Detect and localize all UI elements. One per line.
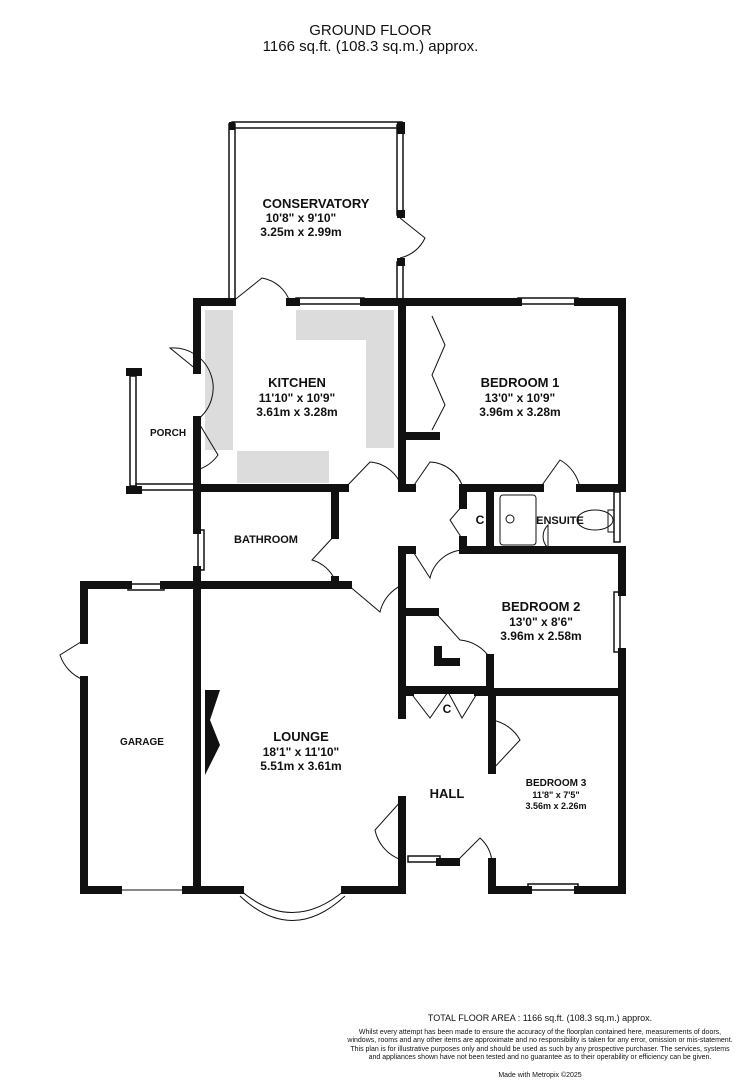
bedroom3-imperial: 11'8" x 7'5" (532, 790, 579, 800)
walls (80, 122, 626, 894)
bedroom3-metric: 3.56m x 2.26m (525, 801, 586, 811)
kitchen-imperial: 11'10" x 10'9" (259, 391, 335, 405)
lounge-metric: 5.51m x 3.61m (260, 759, 341, 773)
floor-area: 1166 sq.ft. (108.3 sq.m.) approx. (262, 38, 479, 55)
garage-label: GARAGE (120, 737, 164, 748)
total-floor-area: TOTAL FLOOR AREA : 1166 sq.ft. (108.3 sq… (427, 1013, 653, 1023)
ensuite-label: ENSUITE (536, 515, 584, 527)
bedroom2-label: BEDROOM 2 (502, 599, 581, 614)
conservatory-label: CONSERVATORY (263, 196, 370, 211)
conservatory-windows (127, 121, 621, 891)
cupboard-label: C (476, 513, 485, 527)
hall-label: HALL (430, 786, 465, 801)
kitchen-label: KITCHEN (268, 375, 326, 390)
bedroom2-imperial: 13'0" x 8'6" (509, 615, 573, 629)
kitchen-counters (205, 310, 394, 483)
cupboard-label-hall: C (443, 702, 452, 716)
kitchen-metric: 3.61m x 3.28m (256, 405, 337, 419)
porch-label: PORCH (150, 428, 186, 439)
bedroom1-label: BEDROOM 1 (481, 375, 560, 390)
lounge-label: LOUNGE (273, 729, 329, 744)
bathroom-label: BATHROOM (234, 534, 298, 546)
ensuite-fixtures (499, 494, 615, 553)
made-with: Made with Metropix ©2025 (498, 1072, 582, 1079)
disclaimer: Whilst every attempt has been made to en… (347, 1029, 733, 1061)
door-swings (59, 217, 581, 921)
conservatory-metric: 3.25m x 2.99m (260, 225, 341, 239)
floor-title: GROUND FLOOR (309, 22, 432, 39)
floor-plan: CONSERVATORY 10'8" x 9'10" 3.25m x 2.99m… (59, 121, 626, 921)
bedroom1-metric: 3.96m x 3.28m (479, 405, 560, 419)
fireplace (205, 690, 220, 775)
bedroom1-imperial: 13'0" x 10'9" (485, 391, 555, 405)
bedroom2-metric: 3.96m x 2.58m (500, 629, 581, 643)
conservatory-imperial: 10'8" x 9'10" (266, 211, 336, 225)
lounge-imperial: 18'1" x 11'10" (263, 745, 339, 759)
bedroom3-label: BEDROOM 3 (526, 778, 587, 789)
